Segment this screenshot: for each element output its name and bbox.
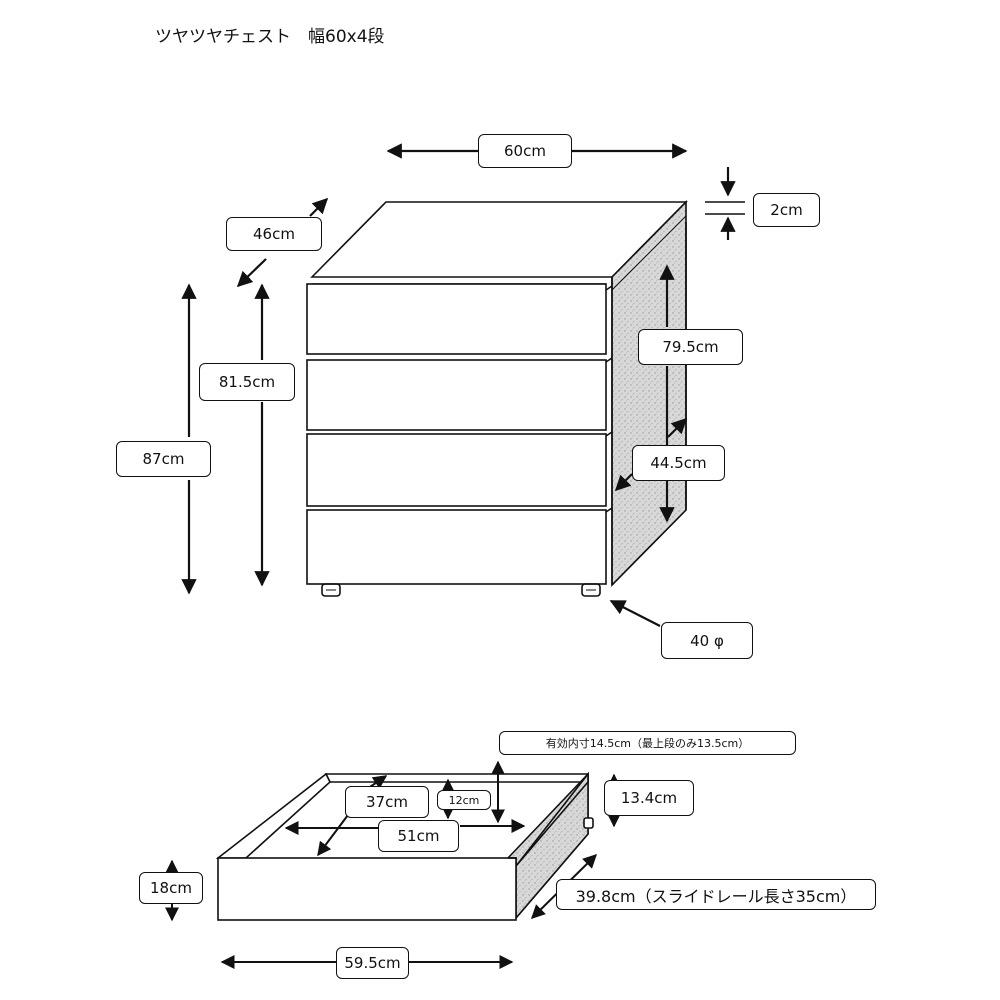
- label-drawer-front-height: 18cm: [139, 872, 203, 904]
- label-drawer-front-width: 59.5cm: [336, 947, 409, 979]
- slide-rail-bolt: [583, 817, 594, 829]
- label-slide-rail: 39.8cm（スライドレール長さ35cm）: [556, 879, 876, 910]
- label-body-height: 81.5cm: [199, 363, 295, 401]
- caster-arrow: [609, 600, 661, 627]
- label-total-height: 87cm: [116, 441, 211, 477]
- drawer-left-wall: [215, 772, 331, 859]
- label-effective-inner: 有効内寸14.5cm（最上段のみ13.5cm）: [499, 731, 796, 755]
- inner-depth-arrow-lower: [317, 814, 349, 857]
- drawer-front-4: [306, 509, 607, 585]
- drawer-front-panel: [217, 857, 517, 921]
- drawer-back: [324, 773, 589, 783]
- drawer-front-1: [306, 283, 607, 355]
- label-caster-size: 40 φ: [661, 622, 753, 659]
- diagram-title: ツヤツヤチェスト 幅60x4段: [155, 27, 385, 47]
- label-drawer-inner-width: 51cm: [378, 820, 459, 852]
- drawer-front-2: [306, 359, 607, 431]
- label-chest-width: 60cm: [478, 134, 572, 168]
- label-inner-depth: 44.5cm: [632, 445, 725, 481]
- label-inner-height: 79.5cm: [638, 329, 743, 365]
- label-drawer-inner-small: 12cm: [437, 790, 491, 810]
- label-drawer-side-height: 13.4cm: [604, 780, 694, 816]
- inner-depth-arrow: [614, 473, 633, 492]
- drawer-front-3: [306, 433, 607, 507]
- depth-arrow-upper: [309, 197, 329, 217]
- label-drawer-inner-depth: 37cm: [345, 786, 429, 818]
- depth-arrow-lower: [236, 258, 267, 288]
- chest-illustration: [306, 200, 688, 597]
- caster-front-right: [581, 583, 601, 597]
- label-chest-depth: 46cm: [226, 217, 322, 251]
- caster-front-left: [321, 583, 341, 597]
- label-top-thickness: 2cm: [753, 193, 820, 227]
